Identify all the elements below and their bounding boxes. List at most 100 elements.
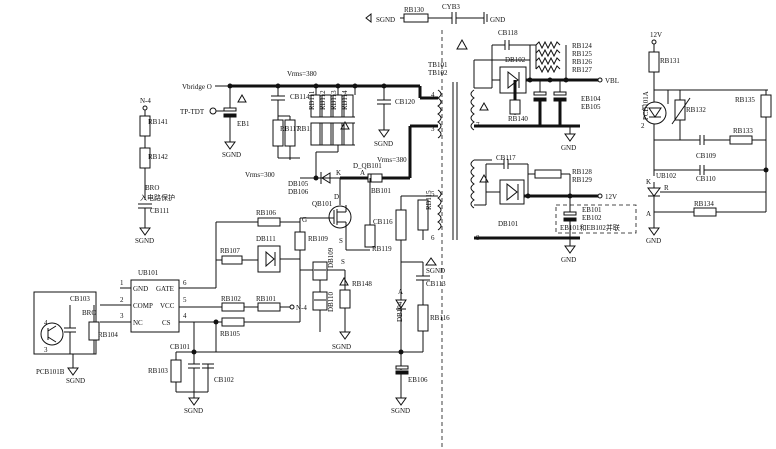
tb-pin3-label: 3 bbox=[431, 125, 435, 133]
db109-label: DB109 bbox=[327, 247, 335, 268]
ub102-k-label: K bbox=[646, 178, 651, 186]
cb111-sgnd-label: SGND bbox=[135, 237, 154, 245]
rb103-label: RB103 bbox=[148, 367, 168, 375]
cb114-label: CB114 bbox=[290, 93, 310, 101]
rb117-label: RB117 bbox=[280, 125, 300, 133]
vrms380-label: Vrms=380 bbox=[287, 70, 317, 78]
ub102-label: UB102 bbox=[656, 172, 677, 180]
fb-gnd-label: GND bbox=[646, 237, 661, 245]
cyb3-section: SGND RB130 CYB3 GND bbox=[365, 3, 505, 50]
cb102-sgnd-label: SGND bbox=[184, 407, 203, 415]
rb118-label: RB118 bbox=[297, 125, 317, 133]
ub102-r-label: R bbox=[664, 184, 669, 192]
eb101-label: EB101 bbox=[582, 206, 602, 214]
pin1-label: 1 bbox=[120, 279, 124, 287]
cb116-sgnd-label: SGND bbox=[426, 267, 445, 275]
a-label: A bbox=[360, 169, 365, 177]
s-label: S bbox=[339, 237, 343, 245]
ub101-controller: UB101 GND GATE COMP VCC NC CS 6 5 4 1 2 … bbox=[100, 269, 216, 333]
12v-fb-label: 12V bbox=[650, 31, 662, 39]
12v-gnd-label: GND bbox=[561, 256, 576, 264]
cb102-label: CB102 bbox=[214, 376, 234, 384]
pin2-label: 2 bbox=[120, 296, 124, 304]
rb125-label: RB125 bbox=[572, 50, 592, 58]
cb103-label: CB103 bbox=[70, 295, 90, 303]
tb101-label: TB101 bbox=[428, 61, 448, 69]
pcb101a-label: PCB101A bbox=[642, 91, 650, 120]
eb106-sgnd-label: SGND bbox=[391, 407, 410, 415]
ub102-a-label: A bbox=[646, 210, 651, 218]
rb132-label: RB132 bbox=[686, 106, 706, 114]
pin6-label: 6 bbox=[183, 279, 187, 287]
rb105-label: RB105 bbox=[220, 330, 240, 338]
rb107-label: RB107 bbox=[220, 247, 240, 255]
cb101-label: CB101 bbox=[170, 343, 190, 351]
rb106-label: RB106 bbox=[256, 209, 276, 217]
pcb-pin1-label: 1 bbox=[641, 104, 645, 112]
pin-gate-label: GATE bbox=[156, 285, 174, 293]
vrms300-label: Vrms=300 bbox=[245, 171, 275, 179]
12v-output: CB117 DB101 RB128 RB129 12V EB101 EB102 … bbox=[474, 154, 637, 264]
current-sense: RB102 RB101 N-4 RB105 bbox=[180, 270, 307, 352]
rb112-label: RB112 bbox=[319, 90, 327, 110]
pin3-label: 3 bbox=[120, 312, 124, 320]
db110-label: DB110 bbox=[327, 292, 335, 312]
opto-pin4-label: 4 bbox=[44, 319, 48, 327]
rb128-label: RB128 bbox=[572, 168, 592, 176]
aux-winding-network: CB116 RB115 SGND CB113 DB104 A RB116 EB1… bbox=[216, 190, 450, 415]
optocoupler-primary: CB103 4 3 BRO RB104 SGND PCB101B bbox=[33, 291, 118, 385]
eb106-label: EB106 bbox=[408, 376, 428, 384]
tb-pin5-label: 5 bbox=[431, 190, 435, 198]
rb124-label: RB124 bbox=[572, 42, 592, 50]
rb114-label: RB114 bbox=[341, 90, 349, 110]
tb-pin4-label: 4 bbox=[431, 91, 435, 99]
cb109-label: CB109 bbox=[696, 152, 716, 160]
rb131-label: RB131 bbox=[660, 57, 680, 65]
vbl-label: VBL bbox=[605, 77, 619, 85]
eb105-label: EB105 bbox=[581, 103, 601, 111]
cb113-label: CB113 bbox=[426, 280, 446, 288]
bro-note-label: 入电路保护 bbox=[140, 193, 175, 202]
eb1-section: TP-TDT EB1 SGND bbox=[180, 86, 250, 159]
pin-cs-label: CS bbox=[162, 319, 171, 327]
opto-pin3-label: 3 bbox=[44, 346, 48, 354]
cb120-label: CB120 bbox=[395, 98, 415, 106]
cb111-label: CB111 bbox=[150, 207, 170, 215]
tp-tdt-label: TP-TDT bbox=[180, 108, 205, 116]
eb-note-label: EB101和EB102并联 bbox=[560, 223, 620, 232]
rb130-label: RB130 bbox=[404, 6, 424, 14]
sgnd-label: SGND bbox=[376, 16, 395, 24]
eb102-label: EB102 bbox=[582, 214, 602, 222]
n4-label: N-4 bbox=[140, 97, 151, 105]
gate-drive: RB106 RB109 RB107 DB111 bbox=[215, 209, 328, 288]
rb119-label: RB119 bbox=[372, 245, 392, 253]
tb-pin6-label: 6 bbox=[431, 234, 435, 242]
tb102-label: TB102 bbox=[428, 69, 448, 77]
rb101-label: RB101 bbox=[256, 295, 276, 303]
pin-vcc-label: VCC bbox=[160, 302, 175, 310]
db106-label: DB106 bbox=[288, 188, 309, 196]
rb113-label: RB113 bbox=[330, 90, 338, 110]
cb118-label: CB118 bbox=[498, 29, 518, 37]
eb1-sgnd-label: SGND bbox=[222, 151, 241, 159]
cb120-sgnd-label: SGND bbox=[374, 140, 393, 148]
brownout-section: N-4 RB141 RB142 BRO 入电路保护 CB111 SGND bbox=[135, 97, 175, 245]
vbl-gnd-label: GND bbox=[561, 144, 576, 152]
s2-label: S bbox=[341, 258, 345, 266]
cb120-section: CB120 SGND bbox=[374, 86, 415, 148]
rb127-label: RB127 bbox=[572, 66, 592, 74]
db105-label: DB105 bbox=[288, 180, 309, 188]
bb101-label: BB101 bbox=[371, 187, 391, 195]
db109-db110: DB109 DB110 RB148 SGND S bbox=[300, 247, 372, 351]
d-qb101-label: D_QB101 bbox=[353, 162, 382, 170]
rb142-label: RB142 bbox=[148, 153, 168, 161]
db101-label: DB101 bbox=[498, 220, 519, 228]
eb1-label: EB1 bbox=[237, 120, 250, 128]
rb126-label: RB126 bbox=[572, 58, 592, 66]
bro-label: BRO bbox=[145, 184, 159, 192]
rb102-label: RB102 bbox=[221, 295, 241, 303]
pin-comp-label: COMP bbox=[133, 302, 153, 310]
cb117-label: CB117 bbox=[496, 154, 516, 162]
rb135-label: RB135 bbox=[735, 96, 755, 104]
g-label: G bbox=[302, 216, 307, 224]
